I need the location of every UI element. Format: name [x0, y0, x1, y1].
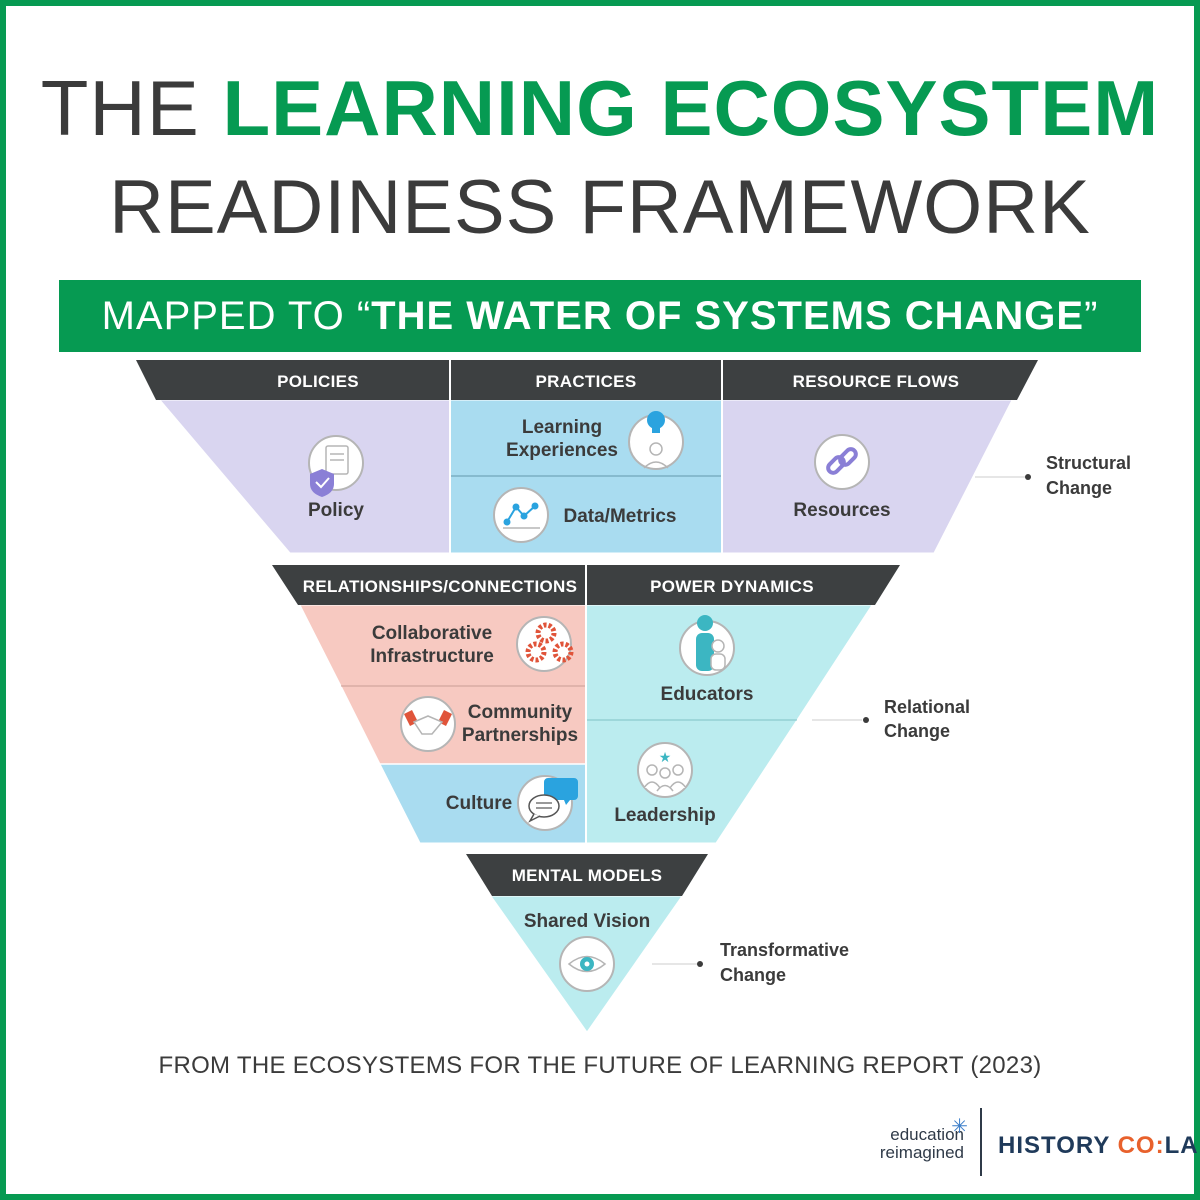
relational-change-line1: Relational — [884, 697, 970, 717]
banner-suffix: ” — [1084, 294, 1099, 338]
svg-text:★: ★ — [659, 750, 672, 766]
banner-bold-text: THE WATER OF SYSTEMS CHANGE — [371, 294, 1085, 338]
sparkle-icon: ✳ — [951, 1116, 968, 1138]
leadership-group-icon: ★ — [637, 742, 693, 798]
handshake-icon — [400, 696, 456, 752]
educator-child-icon — [679, 615, 735, 676]
gears-icon — [516, 616, 574, 672]
transformative-header-bar — [466, 854, 708, 896]
header-practices: PRACTICES — [536, 372, 637, 391]
transformative-change-line2: Change — [720, 965, 786, 985]
transformative-tier: MENTAL MODELS Shared Vision Transformati… — [466, 854, 849, 1033]
resource-flows-cell — [721, 399, 1013, 554]
community-line2: Partnerships — [462, 725, 578, 746]
history-colab-logo: HISTORY CO:LAB — [998, 1132, 1200, 1160]
policy-label: Policy — [308, 500, 364, 521]
lightbulb-person-icon — [628, 411, 684, 470]
header-power-dynamics: POWER DYNAMICS — [650, 577, 814, 596]
logo-history-text: HISTORY — [998, 1132, 1118, 1159]
policies-cell — [158, 399, 451, 554]
speech-bubbles-icon — [517, 775, 578, 831]
line-chart-icon — [493, 487, 549, 543]
eye-icon — [559, 936, 615, 992]
resources-label: Resources — [793, 500, 890, 521]
structural-header-bar — [136, 360, 1038, 400]
collaborative-line1: Collaborative — [372, 623, 492, 644]
header-policies: POLICIES — [277, 372, 359, 391]
logo-reimagined-text: reimagined — [879, 1143, 964, 1162]
transformative-change-line1: Transformative — [720, 940, 849, 960]
shared-vision-label: Shared Vision — [524, 911, 650, 932]
relational-change-line2: Change — [884, 721, 950, 741]
logo-divider — [980, 1108, 982, 1176]
banner-prefix: MAPPED TO “ — [101, 294, 372, 338]
structural-change-line2: Change — [1046, 478, 1112, 498]
educators-label: Educators — [661, 684, 754, 705]
culture-label: Culture — [446, 793, 513, 814]
logo-education-text: education — [890, 1125, 964, 1144]
header-mental-models: MENTAL MODELS — [512, 866, 663, 885]
mapped-to-banner: MAPPED TO “THE WATER OF SYSTEMS CHANGE” — [59, 280, 1141, 352]
title-prefix: THE — [40, 64, 200, 152]
logo-co-text: CO: — [1117, 1132, 1165, 1159]
structural-change-line1: Structural — [1046, 453, 1131, 473]
source-footer: FROM THE ECOSYSTEMS FOR THE FUTURE OF LE… — [158, 1052, 1042, 1079]
header-relationships-connections: RELATIONSHIPS/CONNECTIONS — [303, 577, 577, 596]
structural-tier: POLICIES PRACTICES RESOURCE FLOWS Policy… — [136, 360, 1131, 554]
leadership-label: Leadership — [614, 805, 715, 826]
title-highlight: LEARNING ECOSYSTEM — [222, 64, 1160, 152]
policy-shield-icon — [308, 435, 364, 497]
chain-link-icon — [814, 434, 870, 490]
header-resource-flows: RESOURCE FLOWS — [793, 372, 960, 391]
learning-experiences-line1: Learning — [522, 417, 602, 438]
learning-experiences-line2: Experiences — [506, 440, 618, 461]
data-metrics-label: Data/Metrics — [564, 506, 677, 527]
collaborative-line2: Infrastructure — [370, 646, 494, 667]
community-line1: Community — [468, 702, 573, 723]
logo-lab-text: LAB — [1164, 1132, 1200, 1159]
title-line-2: READINESS FRAMEWORK — [109, 165, 1091, 250]
title-line-1: THE LEARNING ECOSYSTEM — [6, 58, 1194, 158]
relational-tier: RELATIONSHIPS/CONNECTIONS POWER DYNAMICS… — [272, 565, 970, 844]
education-reimagined-logo: education reimagined ✳ — [834, 1117, 968, 1162]
